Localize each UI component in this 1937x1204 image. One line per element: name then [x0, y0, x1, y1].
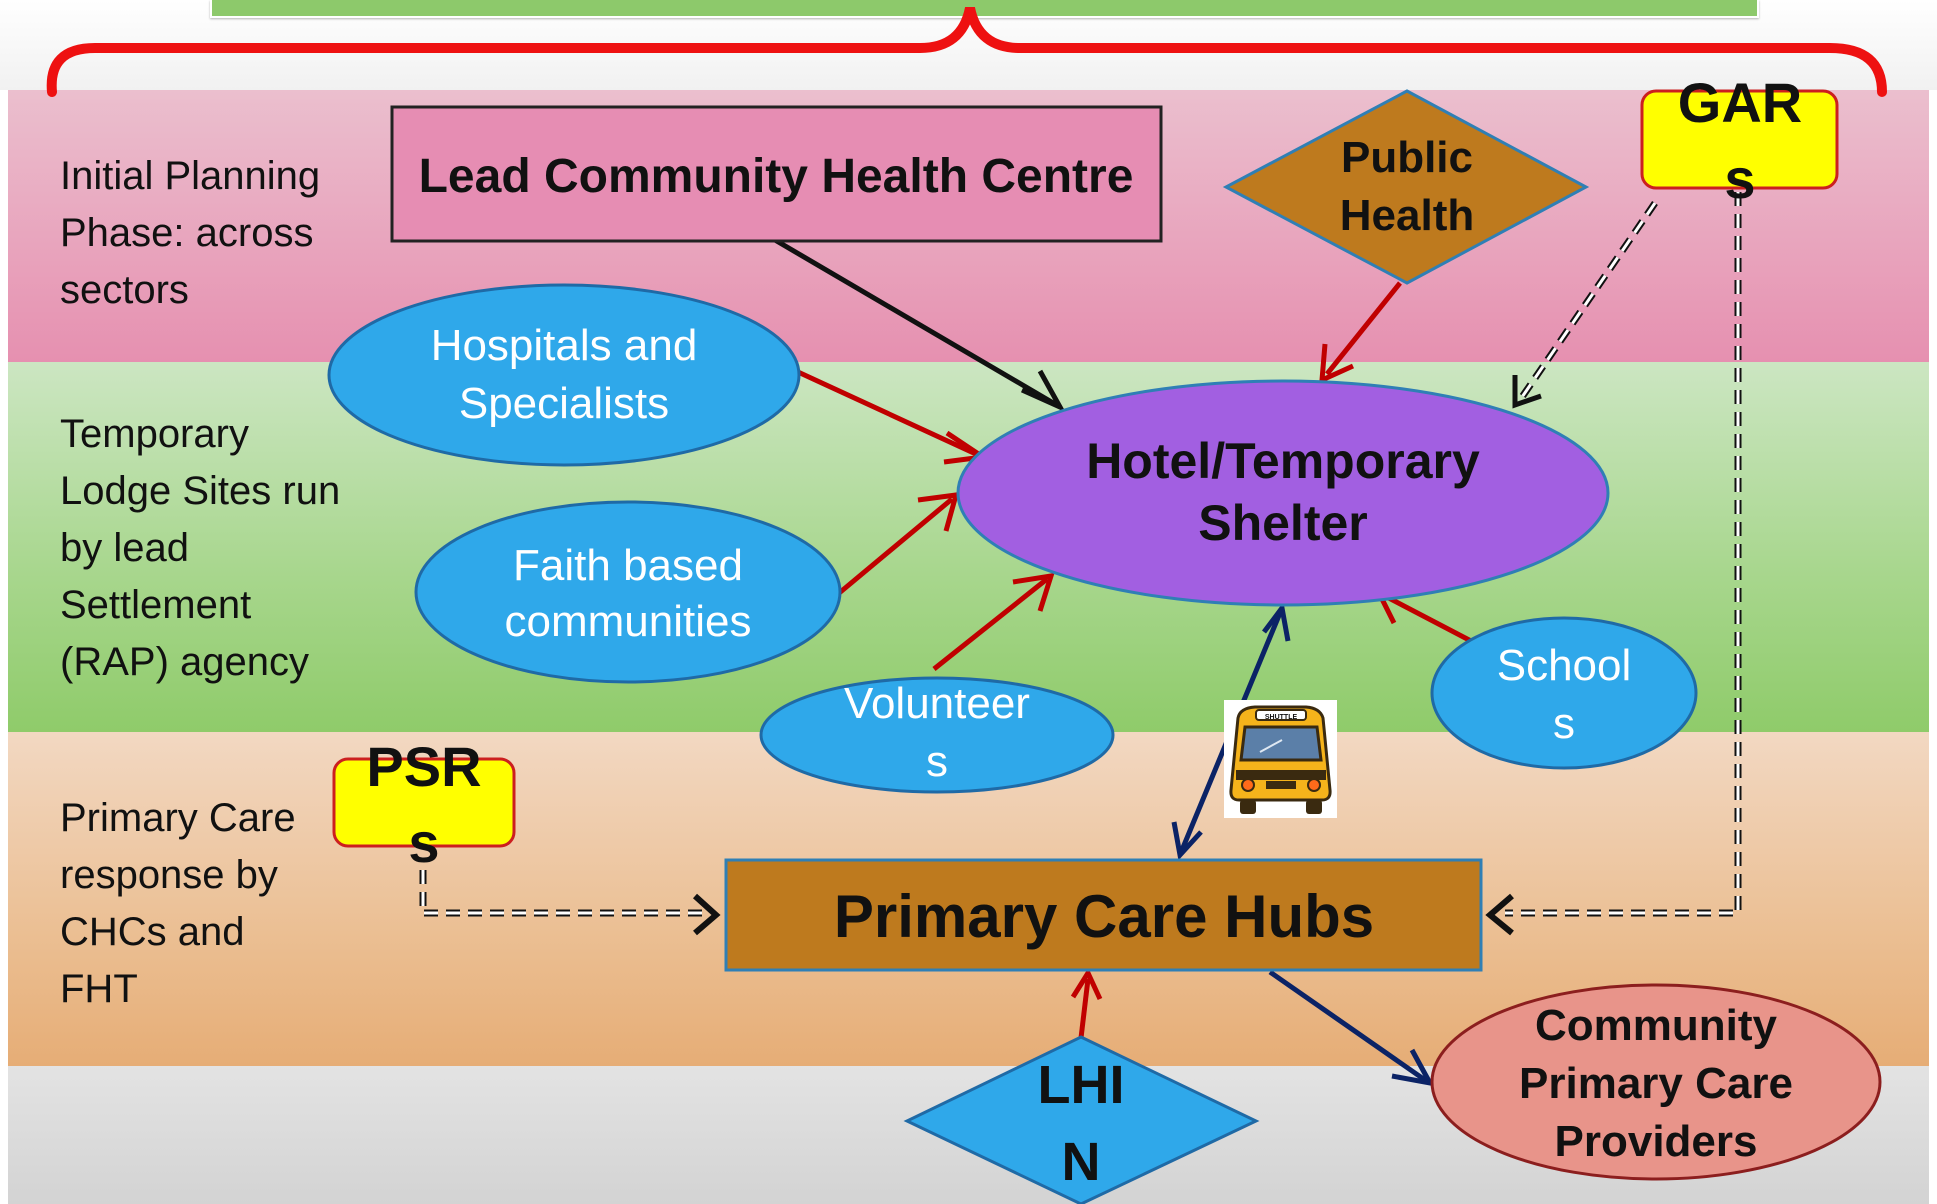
lead-chc-box: Lead Community Health Centre [390, 105, 1163, 243]
primary-care-label: Primary Care response by CHCs and FHT [60, 796, 296, 1011]
arrow-hospitals-to-hotel [796, 369, 990, 465]
initial-planning-label: Initial Planning Phase: across sectors [60, 154, 321, 312]
dashed-gars-to-hubs [1485, 192, 1742, 936]
arrow-public-health-to-hotel [1319, 281, 1402, 385]
brace [46, 6, 1887, 97]
public-health-label-1: Public [1341, 133, 1473, 182]
temporary-lodge-label: Temporary Lodge Sites run by lead Settle… [60, 412, 341, 684]
gars-label-1: GAR [1678, 71, 1802, 134]
volunteers-oval: Volunteer s [759, 676, 1115, 794]
volunteers-label-1: Volunteer [844, 679, 1030, 728]
hotel-label-1: Hotel/Temporary [1086, 433, 1480, 489]
community-providers-label-2: Primary Care [1519, 1059, 1793, 1108]
faith-label-2: communities [505, 597, 752, 646]
faith-oval: Faith based communities [414, 500, 842, 684]
public-health-diamond: Public Health [1222, 89, 1590, 285]
volunteers-label-2: s [926, 737, 948, 786]
arrow-volunteers-to-hotel [932, 572, 1055, 671]
schools-label-2: s [1553, 699, 1575, 748]
shuttle-sign-text: SHUTTLE [1265, 714, 1298, 721]
top-green-bar [210, 0, 1759, 18]
psrs-box: PSR s [332, 735, 516, 874]
arrow-hubs-to-community [1268, 969, 1435, 1087]
schools-oval: School s [1430, 616, 1698, 770]
community-providers-label-1: Community [1535, 1001, 1778, 1050]
lead-chc-label: Lead Community Health Centre [419, 150, 1134, 203]
arrow-lead-to-hotel [773, 237, 1066, 413]
community-providers-label-3: Providers [1555, 1117, 1758, 1166]
schools-label-1: School [1497, 641, 1632, 690]
arrow-faith-to-hotel [836, 492, 960, 596]
hotel-label-2: Shelter [1198, 495, 1368, 551]
hospitals-label-1: Hospitals and [431, 321, 698, 370]
hospitals-oval: Hospitals and Specialists [327, 283, 801, 467]
hospitals-label-2: Specialists [459, 379, 669, 428]
lhin-label-1: LHI [1038, 1055, 1125, 1115]
public-health-label-2: Health [1340, 191, 1474, 240]
arrow-lhin-to-hubs [1070, 967, 1103, 1039]
shuttle-bus-icon: SHUTTLE [1224, 700, 1337, 818]
primary-care-hubs-box: Primary Care Hubs [724, 858, 1483, 972]
dashed-psrs-to-hubs [419, 870, 721, 936]
gars-label-2: s [1724, 147, 1755, 210]
lhin-label-2: N [1062, 1132, 1101, 1192]
primary-care-hubs-label: Primary Care Hubs [834, 883, 1374, 950]
dashed-gars-to-hotel [1512, 201, 1658, 409]
gars-box: GAR s [1640, 71, 1839, 210]
hotel-oval: Hotel/Temporary Shelter [956, 379, 1610, 607]
community-providers-oval: Community Primary Care Providers [1430, 983, 1882, 1181]
psrs-label-2: s [408, 811, 439, 874]
lhin-diamond: LHI N [903, 1035, 1260, 1204]
faith-label-1: Faith based [513, 541, 743, 590]
psrs-label-1: PSR [366, 735, 481, 798]
